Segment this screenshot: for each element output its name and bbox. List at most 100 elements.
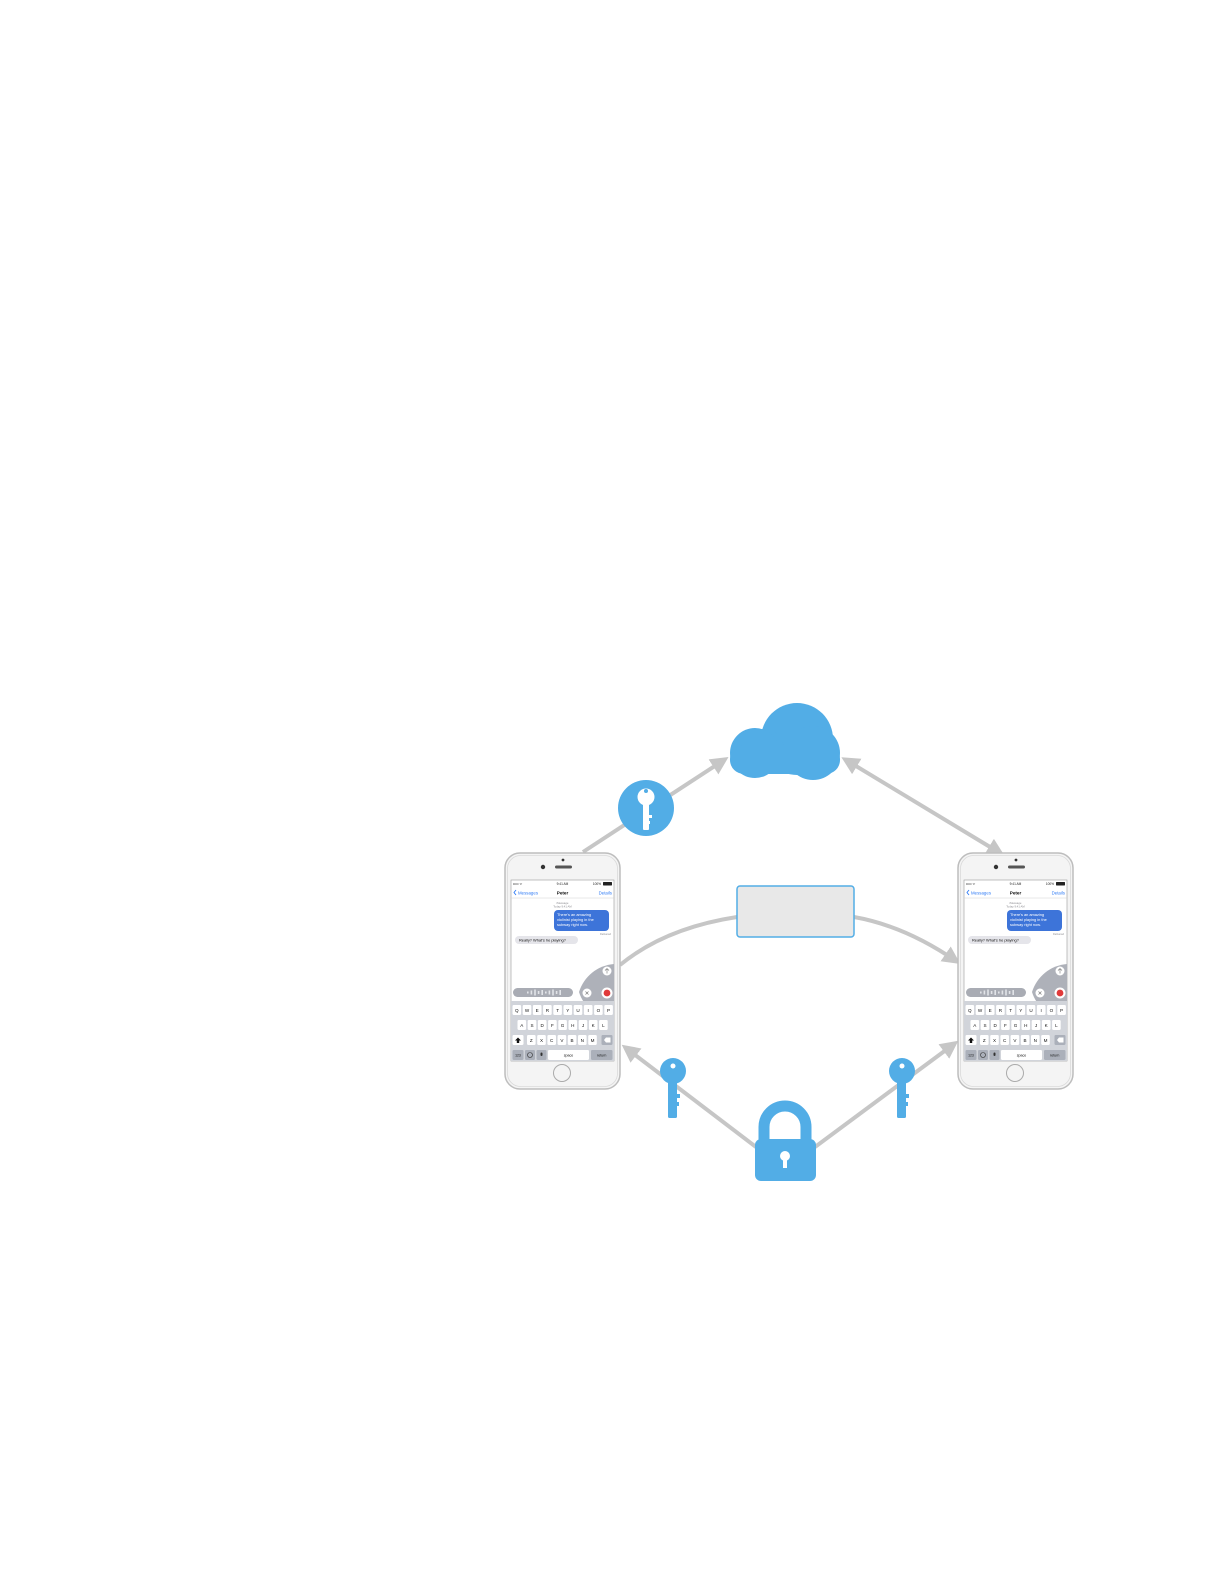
key-label: C <box>1003 1038 1007 1043</box>
sent-bubble <box>1007 910 1062 931</box>
status-time: 9:41 AM <box>1010 882 1022 886</box>
key-w <box>522 1005 532 1015</box>
timestamp-service: iMessage <box>1010 901 1022 905</box>
home-button <box>1006 1064 1024 1082</box>
key-m <box>588 1035 597 1045</box>
key-r <box>543 1005 552 1015</box>
key-in-circle-icon <box>618 780 674 836</box>
key-label: W <box>525 1008 530 1013</box>
key-h <box>1021 1020 1031 1030</box>
mic-icon <box>540 1052 543 1056</box>
key-label: K <box>1045 1023 1049 1028</box>
key-label: V <box>560 1038 564 1043</box>
encrypted-message-box <box>736 885 855 938</box>
key-label: P <box>1060 1008 1063 1013</box>
emoji-key <box>525 1050 535 1060</box>
key-label: S <box>983 1023 986 1028</box>
key-label: V <box>1013 1038 1017 1043</box>
phone-sensor <box>1014 858 1018 862</box>
key-icon-right <box>889 1058 915 1118</box>
phone-sensor <box>561 858 565 862</box>
key-label: X <box>993 1038 996 1043</box>
key-label: N <box>1034 1038 1037 1043</box>
key-r <box>996 1005 1005 1015</box>
waveform-tick <box>527 991 529 994</box>
phone-camera <box>540 864 546 870</box>
key-h <box>568 1020 578 1030</box>
waveform-tick <box>537 991 540 994</box>
key-c <box>547 1035 556 1045</box>
key-b <box>1020 1035 1030 1045</box>
status-carrier: ••••• ᯤ <box>513 882 522 886</box>
key-label: H <box>1024 1023 1027 1028</box>
key-label: Q <box>515 1008 519 1013</box>
key-label: R <box>999 1008 1003 1013</box>
space-key <box>1001 1050 1042 1060</box>
emoji-icon <box>980 1052 986 1058</box>
key-q <box>965 1005 975 1015</box>
status-battery: 100% <box>593 882 601 886</box>
waveform-tick <box>1001 990 1004 995</box>
key-label: E <box>989 1008 992 1013</box>
key-a <box>970 1020 980 1030</box>
delete-icon <box>1057 1037 1064 1043</box>
waveform-tick <box>559 990 561 995</box>
shift-icon <box>968 1037 974 1043</box>
key-p <box>1057 1005 1066 1015</box>
sent-bubble-line: subway right now. <box>1010 922 1041 927</box>
key-s <box>527 1020 537 1030</box>
waveform-tick <box>983 990 986 995</box>
emoji-key <box>978 1050 988 1060</box>
received-bubble <box>968 936 1031 944</box>
status-time: 9:41 AM <box>557 882 569 886</box>
space-key <box>548 1050 589 1060</box>
numbers-key-label: 123 <box>968 1054 974 1058</box>
key-l <box>1052 1020 1061 1030</box>
key-label: S <box>530 1023 533 1028</box>
waveform-tick <box>545 991 547 994</box>
phone-speaker <box>1008 865 1025 869</box>
delivered-label: Delivered <box>1053 932 1065 936</box>
key-b <box>567 1035 577 1045</box>
key-label: E <box>536 1008 539 1013</box>
sent-bubble <box>554 910 609 931</box>
phone-bezel <box>960 855 1071 1087</box>
key-label: M <box>591 1038 595 1043</box>
key-w <box>975 1005 985 1015</box>
key-p <box>604 1005 613 1015</box>
key-label: F <box>551 1023 554 1028</box>
battery-icon <box>603 882 612 886</box>
record-dot-icon <box>603 989 611 997</box>
timestamp-time: Today 9:41 AM <box>1006 905 1025 909</box>
key-label: O <box>597 1008 601 1013</box>
key-label: K <box>592 1023 596 1028</box>
arrow-cloud-to-right-phone <box>841 757 1005 856</box>
key-label: J <box>582 1023 584 1028</box>
key-label: Q <box>968 1008 972 1013</box>
sent-bubble-line: violinist playing in the <box>1010 917 1047 922</box>
chevron-left-icon <box>513 889 517 896</box>
key-label: I <box>588 1008 589 1013</box>
phone-bezel <box>507 855 618 1087</box>
key-n <box>1031 1035 1040 1045</box>
waveform-tick <box>998 991 1000 994</box>
arrow-box-to-right-phone <box>853 915 961 965</box>
key-label: X <box>540 1038 543 1043</box>
key-label: B <box>1024 1038 1027 1043</box>
key-d <box>537 1020 547 1030</box>
sent-bubble-line: subway right now. <box>557 922 588 927</box>
key-label: H <box>571 1023 574 1028</box>
key-label: D <box>994 1023 998 1028</box>
key-label: R <box>546 1008 550 1013</box>
record-dot-icon <box>1056 989 1064 997</box>
arrow-lock-to-right-phone <box>813 1040 959 1149</box>
key-l <box>599 1020 608 1030</box>
sent-bubble-line: violinist playing in the <box>557 917 594 922</box>
received-bubble-text: Really? What’s he playing? <box>972 938 1020 943</box>
key-label: F <box>1004 1023 1007 1028</box>
arrow-up-icon <box>604 968 610 974</box>
timestamp-time: Today 9:41 AM <box>553 905 572 909</box>
key-label: T <box>556 1008 559 1013</box>
